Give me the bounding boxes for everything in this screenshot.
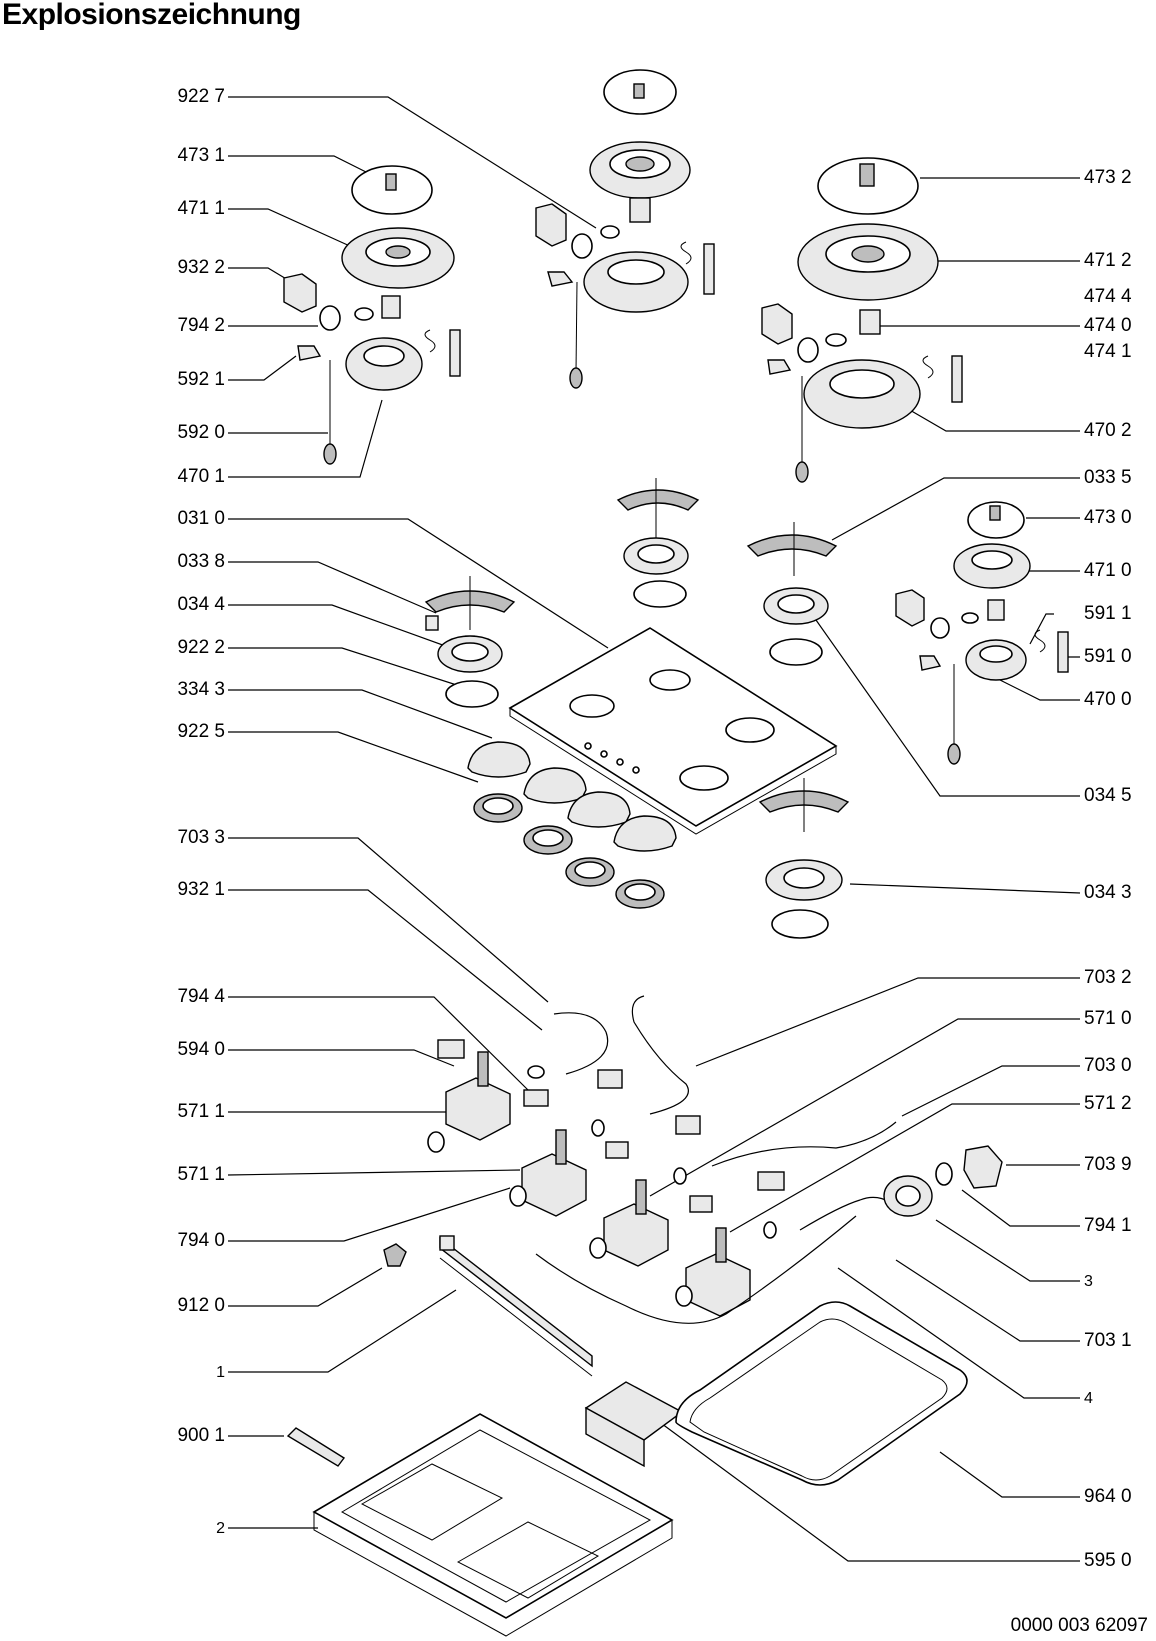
part-label: 4 [1084, 1390, 1093, 1407]
leader-lines [227, 96, 1081, 1562]
part-label: 034 3 [1084, 882, 1132, 903]
part-label: 3 [1084, 1273, 1093, 1290]
document-number: 0000 003 62097 [1010, 1615, 1148, 1636]
part-label: 595 0 [1084, 1550, 1132, 1571]
part-label: 932 1 [177, 879, 225, 900]
part-label: 912 0 [177, 1295, 225, 1316]
part-label: 034 4 [177, 594, 225, 615]
gas-pipes [535, 995, 1003, 1324]
part-label: 571 1 [177, 1164, 225, 1185]
part-label: 474 0 [1084, 315, 1132, 336]
part-label: 470 0 [1084, 689, 1132, 710]
part-label: 591 0 [1084, 646, 1132, 667]
part-label: 594 0 [177, 1039, 225, 1060]
part-label: 571 0 [1084, 1008, 1132, 1029]
part-label: 703 0 [1084, 1055, 1132, 1076]
part-label: 592 1 [177, 369, 225, 390]
part-label: 591 1 [1084, 603, 1132, 624]
part-label: 932 2 [177, 257, 225, 278]
part-label: 033 5 [1084, 467, 1132, 488]
gas-valves [427, 1039, 785, 1317]
hob-top-plate [508, 627, 838, 835]
part-label: 474 1 [1084, 341, 1132, 362]
part-label: 703 2 [1084, 967, 1132, 988]
burner-medium-center [535, 69, 715, 389]
control-knobs [467, 741, 677, 909]
part-label: 703 9 [1084, 1154, 1132, 1175]
part-label: 1 [216, 1364, 225, 1381]
part-label: 034 5 [1084, 785, 1132, 806]
part-label: 473 2 [1084, 167, 1132, 188]
part-label: 471 1 [177, 198, 225, 219]
part-label: 571 1 [177, 1101, 225, 1122]
pan-supports-and-rings [424, 478, 850, 939]
part-label: 473 1 [177, 145, 225, 166]
part-label: 794 1 [1084, 1215, 1132, 1236]
burner-small-left [283, 165, 461, 465]
part-label: 473 0 [1084, 507, 1132, 528]
part-label: 470 2 [1084, 420, 1132, 441]
part-label: 794 4 [177, 986, 225, 1007]
burner-small-right [895, 501, 1069, 765]
part-label: 922 7 [177, 86, 225, 107]
part-label: 794 2 [177, 315, 225, 336]
part-label: 703 3 [177, 827, 225, 848]
part-label: 703 1 [1084, 1330, 1132, 1351]
part-label: 033 8 [177, 551, 225, 572]
part-label: 592 0 [177, 422, 225, 443]
part-label: 031 0 [177, 508, 225, 529]
part-label: 474 4 [1084, 286, 1132, 307]
part-label: 900 1 [177, 1425, 225, 1446]
part-label: 794 0 [177, 1230, 225, 1251]
page-title: Explosionszeichnung [2, 0, 301, 31]
part-label: 922 2 [177, 637, 225, 658]
part-label: 2 [216, 1520, 225, 1537]
burner-large-right [761, 157, 963, 483]
part-label: 471 2 [1084, 250, 1132, 271]
part-label: 964 0 [1084, 1486, 1132, 1507]
part-label: 334 3 [177, 679, 225, 700]
part-label: 470 1 [177, 466, 225, 487]
part-label: 922 5 [177, 721, 225, 742]
part-label: 571 2 [1084, 1093, 1132, 1114]
frame-and-tray [286, 1235, 968, 1637]
part-label: 471 0 [1084, 560, 1132, 581]
